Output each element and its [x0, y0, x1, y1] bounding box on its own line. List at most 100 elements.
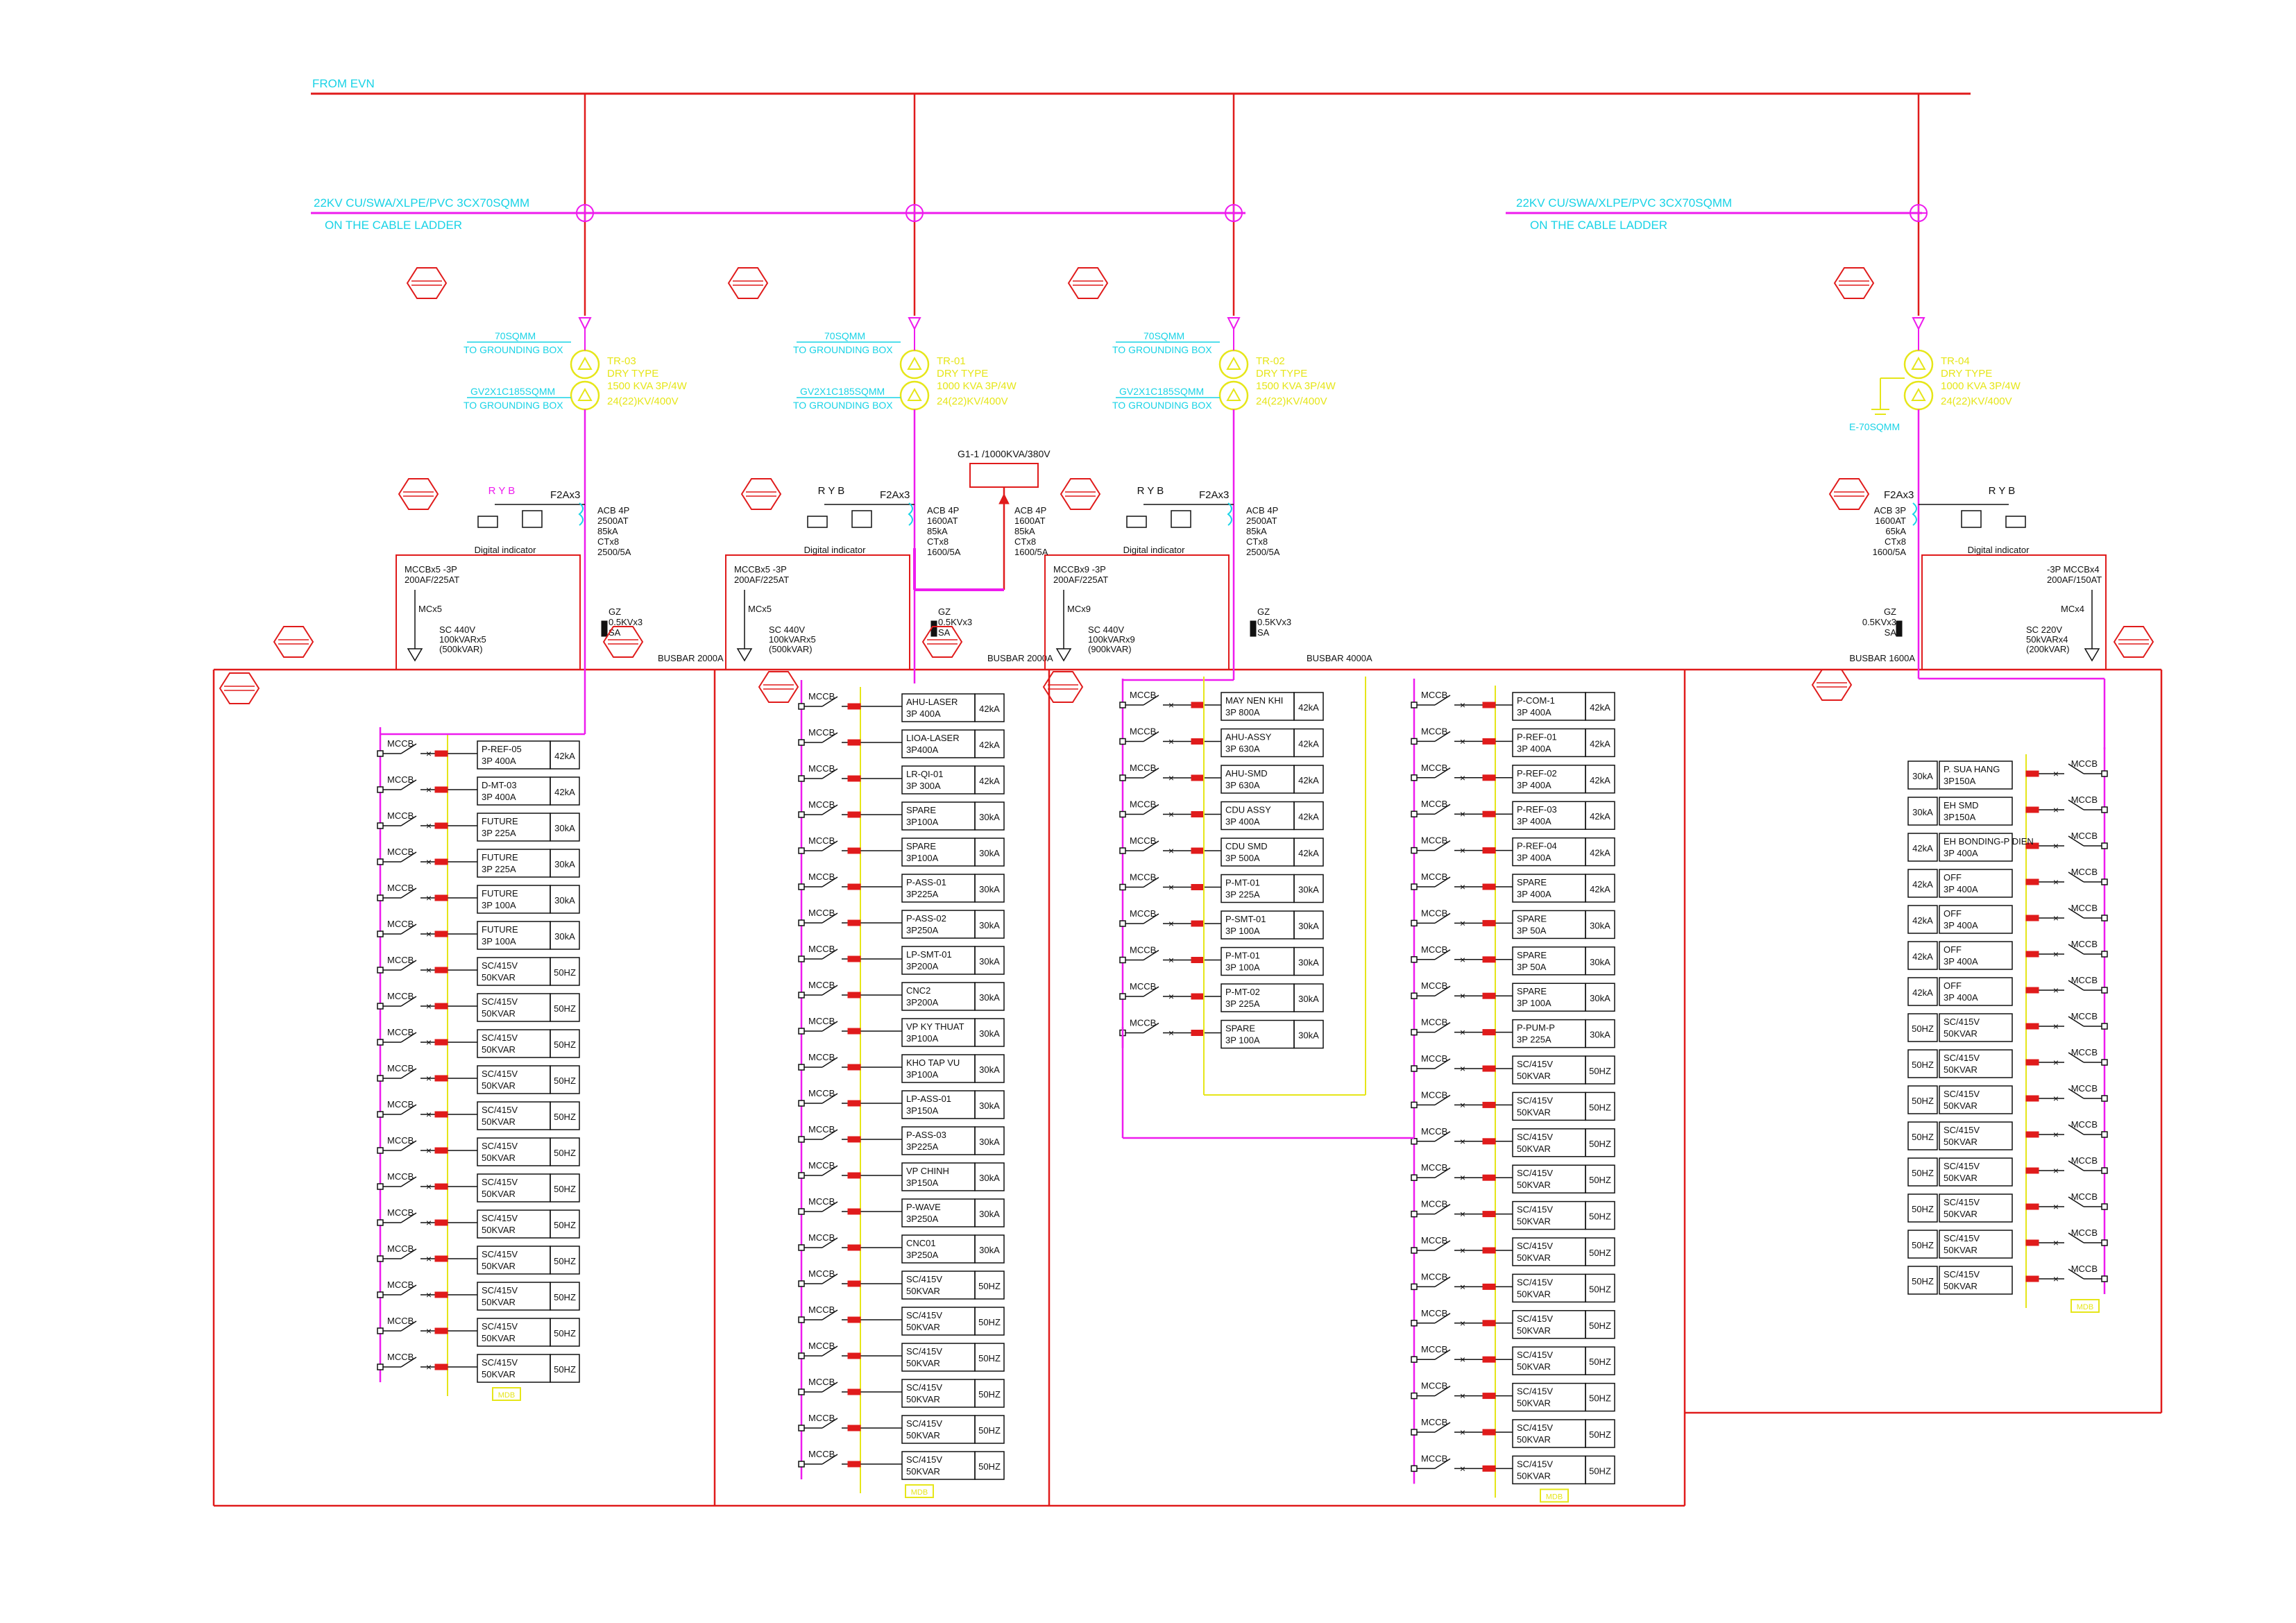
acb-spec: 65kA: [1885, 526, 1906, 536]
surge-arrester-icon: [1896, 620, 1903, 637]
feeder-breaker: 3P 400A: [1517, 780, 1551, 790]
mccb-switch-icon: [1143, 840, 1159, 851]
feeder-breaker: 50KVAR: [1944, 1173, 1978, 1183]
mccb-switch-icon: [1143, 804, 1159, 815]
bus-tap-icon: [1411, 774, 1418, 781]
cap-mccb-label: 200AF/225AT: [1053, 575, 1108, 585]
feeder-kA: 42kA: [1912, 843, 1933, 853]
bus-tap-icon: [377, 1363, 384, 1370]
breaker-icon: [847, 775, 861, 782]
bus-tap-icon: [798, 1064, 805, 1071]
mccb-switch-icon: [1434, 949, 1451, 960]
breaker-icon: [1191, 774, 1205, 781]
breaker-icon: [1191, 884, 1205, 890]
mccb-switch-icon: [822, 1201, 838, 1212]
feeder-rating-box: [550, 993, 580, 1022]
mccb-label: MCCB: [387, 1171, 414, 1182]
bus-tap-icon: [377, 1183, 384, 1190]
breaker-icon: [2025, 842, 2039, 849]
feeder-rating-box: [1293, 801, 1324, 831]
transformer-winding-icon: [1218, 380, 1249, 411]
bus-tap-icon: [1411, 1174, 1418, 1181]
neutral-tag: MDB: [2077, 1303, 2093, 1311]
ground-label: TO GROUNDING BOX: [1112, 400, 1212, 411]
mccb-label: MCCB: [387, 1099, 414, 1110]
feeder-rating-box: [974, 1379, 1005, 1408]
feeder-rating-box: [1585, 1055, 1615, 1085]
mccb-switch-icon: [1434, 985, 1451, 996]
mccb-label: MCCB: [1421, 1162, 1447, 1173]
mccb-switch-icon: [2068, 1232, 2084, 1243]
feeder-kA: 30kA: [979, 920, 1000, 931]
breaker-icon: [2025, 1239, 2039, 1246]
feeder-name-box: [1939, 1121, 2013, 1150]
mccb-label: MCCB: [808, 835, 835, 846]
mccb-label: MCCB: [808, 1160, 835, 1171]
bus-tap-icon: [1411, 1247, 1418, 1254]
feeder-rating-box: [1907, 833, 1938, 862]
feeder-name: SPARE: [1517, 986, 1547, 996]
bus-tap-icon: [798, 1244, 805, 1251]
ryb-label: R Y B: [488, 485, 516, 497]
gz-label: 0.5KVx3: [609, 617, 643, 627]
breaker-cross-icon: ×: [1460, 1354, 1465, 1365]
feeder-rating-box: [1907, 869, 1938, 898]
transformer-winding-icon: [1903, 380, 1934, 411]
mccb-label: MCCB: [1421, 1199, 1447, 1209]
neutral-tag: MDB: [911, 1488, 928, 1497]
mccb-switch-icon: [822, 876, 838, 887]
breaker-cross-icon: ×: [2053, 1129, 2059, 1140]
breaker-cross-icon: ×: [2053, 876, 2059, 887]
acb-spec: ACB 4P: [1246, 505, 1278, 516]
mccb-switch-icon: [822, 1309, 838, 1320]
mcx-label: MCx4: [2061, 604, 2084, 614]
capacitor-icon: [736, 648, 753, 662]
mccb-label: MCCB: [808, 727, 835, 738]
feeder-kA: 42kA: [1590, 702, 1610, 713]
feeder-breaker: 3P 800A: [1225, 707, 1260, 717]
ct-box-icon: [807, 516, 828, 528]
mccb-label: MCCB: [387, 883, 414, 893]
hex-tag-cap-icon: [2113, 626, 2154, 658]
feeder-rating-box: [1293, 910, 1324, 940]
breaker-icon: [2025, 806, 2039, 813]
feeder-breaker: 50KVAR: [1944, 1281, 1978, 1291]
bus-tap-icon: [1119, 702, 1126, 708]
breaker-cross-icon: ×: [1168, 809, 1174, 820]
feeder-rating-box: [1907, 1157, 1938, 1187]
feeder-name: EH BONDING-P DIEN: [1944, 836, 2034, 847]
feeder-breaker: 3P 100A: [482, 900, 516, 910]
feeder-kA: 50HZ: [1589, 1320, 1611, 1331]
feeder-breaker: 50KVAR: [1517, 1361, 1551, 1372]
feeder-breaker: 50KVAR: [906, 1322, 940, 1332]
feeder-name-box: [1939, 1193, 2013, 1223]
mccb-switch-icon: [2068, 944, 2084, 955]
transformer-winding-icon: [1903, 349, 1934, 380]
cap-mccb-label: -3P MCCBx4: [2047, 564, 2100, 575]
mccb-switch-icon: [400, 743, 417, 754]
feeder-breaker: 3P400A: [906, 745, 939, 755]
feeder-kA: 50HZ: [1912, 1168, 1934, 1178]
hex-tag-cap-icon: [602, 626, 644, 658]
ryb-label: R Y B: [1137, 485, 1164, 497]
acb-spec: ACB 4P: [597, 505, 629, 516]
bus-tap-icon: [798, 739, 805, 746]
mccb-label: MCCB: [387, 1280, 414, 1290]
acb2-spec: ACB 4P: [1014, 505, 1046, 516]
feeder-name: SC/415V: [482, 1177, 518, 1187]
feeder-rating-box: [1907, 1085, 1938, 1114]
feeder-kA: 30kA: [979, 1137, 1000, 1147]
feeder-kA: 42kA: [979, 740, 1000, 750]
mccb-label: MCCB: [2071, 758, 2098, 769]
breaker-cross-icon: ×: [426, 1145, 432, 1156]
busbar-label: BUSBAR 2000A: [987, 653, 1053, 663]
